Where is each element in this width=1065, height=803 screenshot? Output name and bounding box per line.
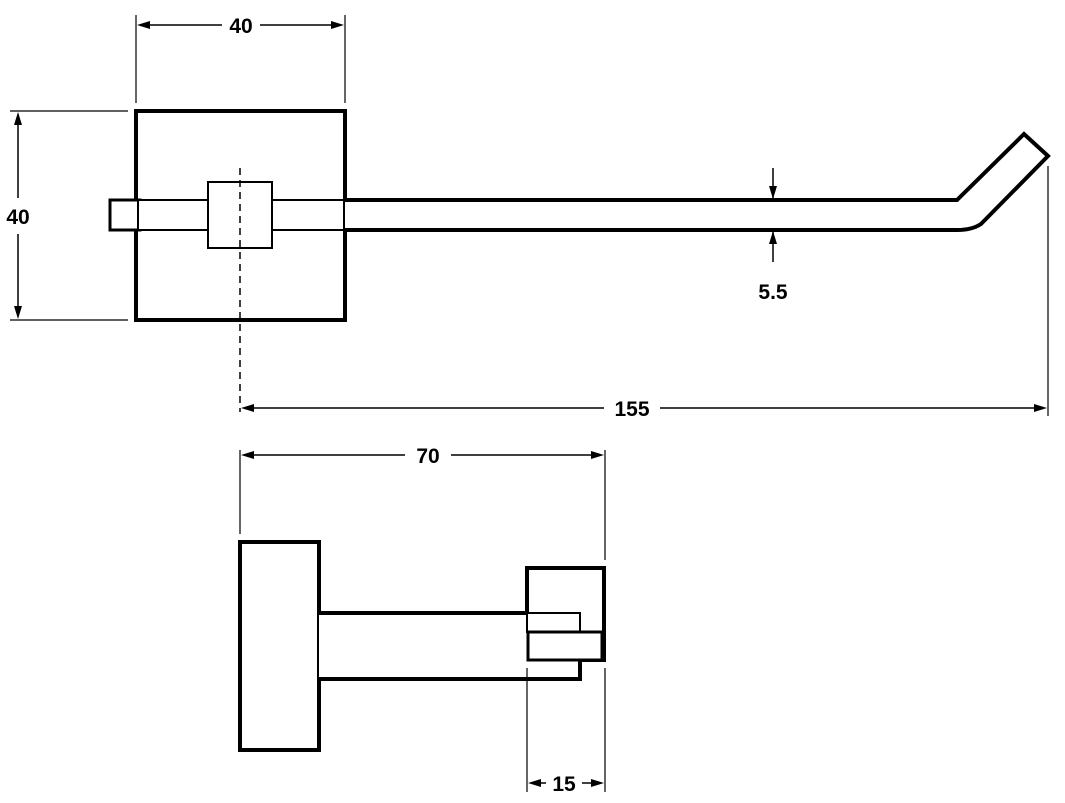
dim-side-hook: 15 <box>526 668 606 796</box>
dim-overall-length-label: 155 <box>614 398 649 421</box>
dim-top-width-label: 40 <box>229 15 252 38</box>
dim-side-depth: 70 <box>239 445 606 560</box>
dim-top-width: 40 <box>135 15 346 103</box>
dim-side-hook-label: 15 <box>552 773 576 796</box>
dim-overall-length: 155 <box>241 166 1049 421</box>
side-hook-block <box>526 630 604 662</box>
side-backplate <box>238 540 321 752</box>
dim-top-height-label: 40 <box>6 206 29 229</box>
fixing-block <box>207 181 273 249</box>
dim-rod-thickness: 5.5 <box>758 168 788 304</box>
side-rod-inner <box>526 612 581 633</box>
dim-rod-thickness-label: 5.5 <box>758 281 788 304</box>
side-view <box>238 540 606 752</box>
top-view <box>108 109 1051 412</box>
dim-top-height: 40 <box>6 110 128 321</box>
rod-rear-tab <box>108 198 142 232</box>
hook-rod <box>345 131 1051 232</box>
dim-side-depth-label: 70 <box>416 445 439 468</box>
